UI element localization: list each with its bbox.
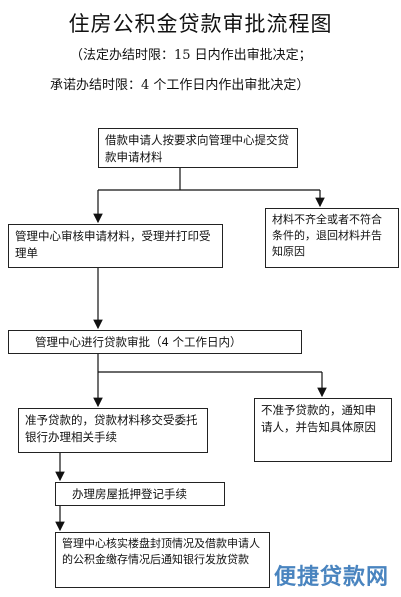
watermark-logo: 便捷贷款网: [273, 565, 389, 590]
node-review: 管理中心审核申请材料，受理并打印受理单: [8, 224, 223, 268]
node-mortgage: 办理房屋抵押登记手续: [55, 482, 225, 506]
subtitle-legal-limit: （法定办结时限：15 日内作出审批决定；: [70, 48, 312, 63]
page-title: 住房公积金贷款审批流程图: [68, 12, 333, 36]
node-verify: 管理中心核实楼盘封顶情况及借款申请人的公积金缴存情况后通知银行发放贷款: [55, 532, 270, 588]
node-reject-materials: 材料不齐全或者不符合条件的，退回材料并告知原因: [265, 208, 399, 268]
node-apply: 借款申请人按要求向管理中心提交贷款申请材料: [98, 128, 298, 168]
node-deny: 不准予贷款的，通知申请人，并告知具体原因: [254, 398, 392, 462]
node-approve: 准予贷款的，贷款材料移交受委托银行办理相关手续: [18, 408, 208, 453]
node-approval: 管理中心进行贷款审批（4 个工作日内）: [8, 330, 302, 354]
subtitle-promised-limit: 承诺办结时限：4 个工作日内作出审批决定）: [50, 78, 310, 93]
